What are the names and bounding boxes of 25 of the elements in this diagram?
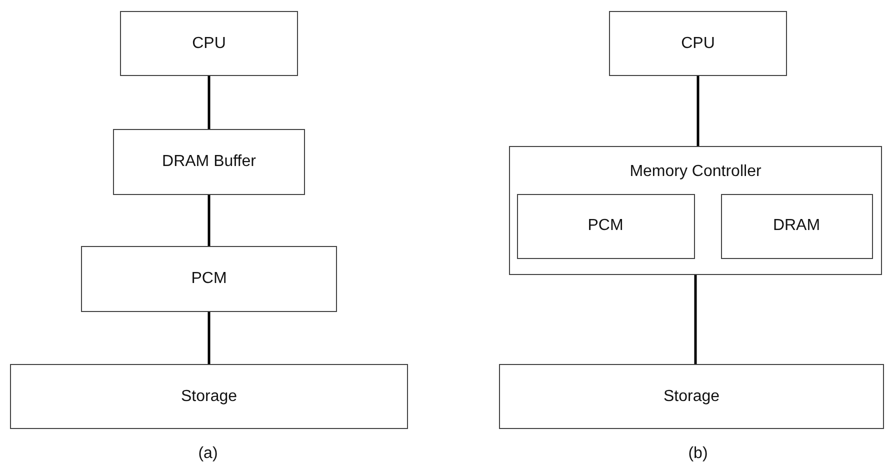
connector-line (694, 275, 697, 364)
process-box (10, 364, 408, 429)
process-box (120, 11, 298, 76)
node-label: PCM (588, 217, 624, 235)
connector-line (208, 76, 210, 129)
connector-line (208, 195, 210, 246)
node-label: CPU (681, 34, 715, 52)
node-label: CPU (192, 34, 226, 52)
subfigure-caption: (b) (688, 445, 708, 463)
process-box (516, 194, 694, 258)
process-box (113, 129, 305, 195)
subfigure-caption: (a) (198, 445, 218, 463)
connector-line (208, 312, 210, 364)
node-label: PCM (191, 270, 227, 288)
node-label: DRAM Buffer (162, 153, 256, 171)
group-box (509, 146, 882, 275)
connector-line (696, 76, 700, 146)
node-label: Storage (663, 388, 720, 406)
node-label: Memory Controller (630, 163, 762, 181)
process-box (499, 364, 884, 429)
process-box (81, 246, 337, 312)
node-label: Storage (180, 388, 238, 406)
process-box (609, 11, 787, 76)
process-box (720, 194, 872, 258)
node-label: DRAM (772, 217, 820, 235)
